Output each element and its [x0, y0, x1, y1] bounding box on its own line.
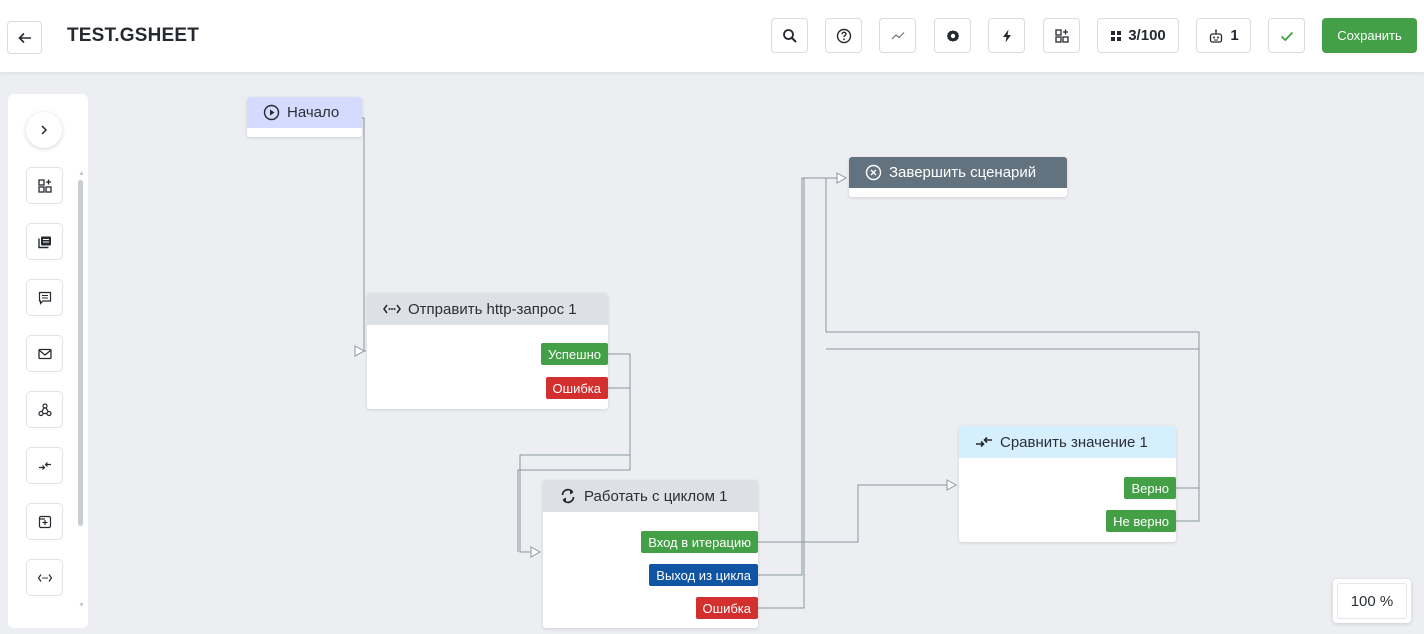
blocks-sidebar: ▲ ▼ — [8, 94, 88, 628]
chevron-right-icon — [41, 125, 48, 135]
node-finish-header[interactable]: Завершить сценарий — [849, 157, 1067, 188]
sidebar-scrollbar[interactable] — [78, 180, 83, 526]
node-compare[interactable]: Сравнить значение 1 Верно Не верно — [959, 426, 1176, 542]
node-http-title: Отправить http-запрос 1 — [408, 300, 577, 318]
blocks-limit-counter: 3/100 — [1128, 27, 1166, 44]
checkmark-icon — [1280, 31, 1293, 41]
node-http-request[interactable]: Отправить http-запрос 1 Успешно Ошибка — [367, 293, 608, 409]
gear-icon — [946, 29, 959, 42]
message-icon — [38, 291, 51, 305]
compare-arrows-icon — [976, 436, 992, 448]
loop-output-iteration[interactable]: Вход в итерацию — [641, 531, 758, 553]
node-compare-title: Сравнить значение 1 — [1000, 433, 1148, 451]
sidebar-item-add-block[interactable] — [26, 503, 63, 540]
library-icon — [37, 236, 51, 248]
lightning-icon — [1002, 29, 1011, 42]
sidebar-item-email[interactable] — [26, 335, 63, 372]
triggers-button[interactable] — [988, 18, 1025, 53]
sidebar-item-library[interactable] — [26, 223, 63, 260]
http-output-error[interactable]: Ошибка — [545, 377, 608, 399]
add-box-icon — [38, 515, 51, 528]
code-dots-icon — [37, 573, 52, 582]
sidebar-item-webhook[interactable] — [26, 391, 63, 428]
input-port-finish — [836, 172, 848, 184]
sidebar-item-message[interactable] — [26, 279, 63, 316]
settings-button[interactable] — [934, 18, 971, 53]
mail-icon — [37, 348, 52, 359]
loop-output-error[interactable]: Ошибка — [695, 597, 758, 619]
node-start-header[interactable]: Начало — [247, 97, 362, 128]
http-output-success[interactable]: Успешно — [541, 343, 608, 365]
blocks-limit-button[interactable]: 3/100 — [1097, 18, 1179, 53]
loop-output-exit[interactable]: Выход из цикла — [649, 564, 758, 586]
compare-arrows-icon — [38, 461, 51, 470]
zoom-level[interactable]: 100 % — [1337, 583, 1407, 619]
page-title: TEST.GSHEET — [67, 25, 200, 46]
sidebar-item-widgets[interactable] — [26, 167, 63, 204]
input-port-loop — [530, 546, 542, 558]
trend-line-icon — [891, 31, 904, 39]
scroll-up-arrow-icon[interactable]: ▲ — [78, 170, 85, 177]
compare-output-false[interactable]: Не верно — [1106, 510, 1176, 532]
webhook-icon — [37, 402, 52, 416]
sidebar-item-http[interactable] — [26, 559, 63, 596]
widgets-add-icon — [37, 178, 52, 193]
robot-icon — [1210, 29, 1223, 43]
search-icon — [782, 28, 797, 43]
node-loop[interactable]: Работать с циклом 1 Вход в итерацию Выхо… — [543, 480, 758, 628]
node-loop-title: Работать с циклом 1 — [584, 487, 728, 505]
grid-icon — [1111, 30, 1122, 41]
input-port-http — [354, 345, 366, 357]
validate-button[interactable] — [1268, 18, 1305, 53]
back-button[interactable] — [7, 21, 42, 54]
bots-button[interactable]: 1 — [1196, 18, 1251, 53]
compare-output-true[interactable]: Верно — [1124, 477, 1176, 499]
analytics-button[interactable] — [879, 18, 916, 53]
node-http-header[interactable]: Отправить http-запрос 1 — [367, 293, 608, 325]
search-button[interactable] — [771, 18, 808, 53]
code-dots-icon — [383, 304, 401, 314]
sidebar-expand-button[interactable] — [26, 112, 62, 148]
node-loop-header[interactable]: Работать с циклом 1 — [543, 480, 758, 512]
bots-counter: 1 — [1230, 27, 1239, 44]
help-icon — [836, 28, 851, 43]
play-circle-icon — [263, 104, 280, 121]
arrow-left-icon — [17, 32, 31, 43]
input-port-compare — [946, 479, 958, 491]
save-button[interactable]: Сохранить — [1322, 18, 1417, 53]
node-start-title: Начало — [287, 104, 340, 121]
sidebar-item-compare[interactable] — [26, 447, 63, 484]
help-button[interactable] — [825, 18, 862, 53]
loop-arrows-icon — [561, 488, 575, 504]
header: TEST.GSHEET — [0, 0, 1424, 72]
node-finish-title: Завершить сценарий — [889, 164, 1037, 181]
scroll-down-arrow-icon[interactable]: ▼ — [78, 602, 85, 609]
close-circle-icon — [865, 164, 882, 181]
node-compare-header[interactable]: Сравнить значение 1 — [959, 426, 1176, 458]
node-start[interactable]: Начало — [247, 97, 362, 137]
zoom-control[interactable]: 100 % — [1333, 579, 1411, 623]
node-finish[interactable]: Завершить сценарий — [849, 157, 1067, 197]
widgets-button[interactable] — [1043, 18, 1080, 53]
widgets-add-icon — [1054, 28, 1069, 43]
